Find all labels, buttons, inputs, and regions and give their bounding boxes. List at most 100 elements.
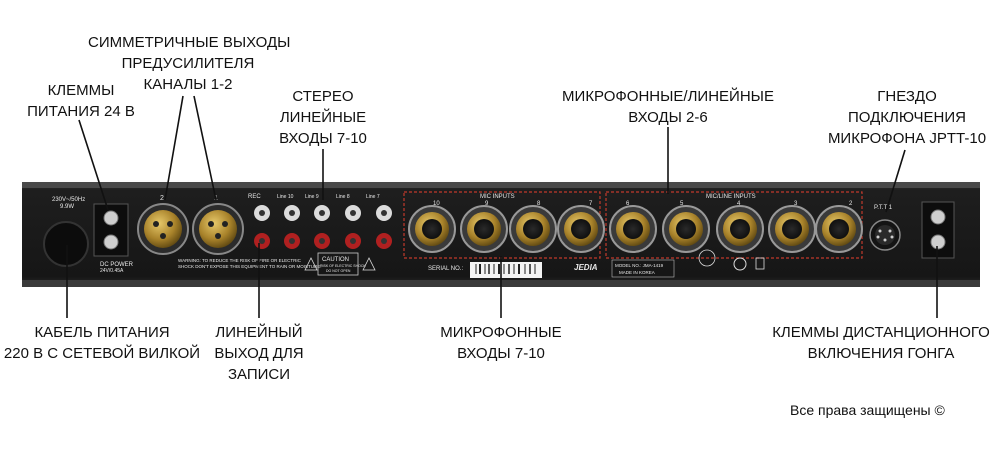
serial-label: SERIAL NO.: [428,266,463,272]
callout-mic-inputs-7-10: МИКРОФОННЫЕ ВХОДЫ 7-10 [431,322,571,364]
serial-barcode-sticker [470,262,542,278]
ptt-din-socket[interactable] [869,219,901,251]
rca-jacks [254,205,392,249]
rec-label: REC [248,194,261,200]
mic-line-num-5: 5 [680,201,684,207]
callout-stereo-inputs-line-2: ЛИНЕЙНЫЕ [279,109,367,126]
mic-inputs-group [403,191,601,259]
callout-chime-terminals-line-2: ВКЛЮЧЕНИЯ ГОНГА [807,345,955,362]
rca-line7-red[interactable] [376,233,392,249]
model-label: MODEL NO.: JMA-1419 [615,263,664,268]
callout-mic-socket-line-3: МИКРОФОНА JPTT-10 [827,130,987,147]
callout-power-cable: КАБЕЛЬ ПИТАНИЯ 220 В С СЕТЕВОЙ ВИЛКОЙ [2,322,202,364]
callout-mic-socket-line-2: ПОДКЛЮЧЕНИЯ [848,109,966,126]
mic-line-inputs-group [605,191,863,259]
chime-screw-2 [930,234,946,250]
caution-title: CAUTION [322,257,349,263]
xlr-output-1[interactable] [192,203,244,255]
callout-mic-socket: ГНЕЗДО ПОДКЛЮЧЕНИЯ МИКРОФОНА JPTT-10 [822,86,992,149]
dc-screw-2 [103,234,119,250]
rca-line9-red[interactable] [314,233,330,249]
callout-balanced-outputs-line-1: СИММЕТРИЧНЫЕ ВЫХОДЫ [88,34,291,51]
mic-input-num-7: 7 [589,201,593,207]
caution-sub-1: RISK OF ELECTRIC SHOCK [320,264,366,268]
mic-input-num-8: 8 [537,201,541,207]
leader-balanced-out-1 [193,95,217,201]
leader-power-terminals [78,119,109,211]
line-label-8: Line 8 [336,194,350,200]
caution-sub-2: DO NOT OPEN [326,269,351,273]
callout-balanced-outputs-line-3: КАНАЛЫ 1-2 [143,76,233,93]
dc-power-label: DC POWER [100,262,134,268]
callout-mic-line-inputs-line-1: МИКРОФОННЫЕ/ЛИНЕЙНЫЕ [562,88,774,105]
callout-mic-line-inputs: МИКРОФОННЫЕ/ЛИНЕЙНЫЕ ВХОДЫ 2-6 [558,86,778,128]
xlr-mic-input-8[interactable] [509,205,557,253]
ce-mark-icon [733,257,747,271]
callout-power-cable-line-2: 220 В С СЕТЕВОЙ ВИЛКОЙ [3,345,201,362]
callout-line-out-rec-line-1: ЛИНЕЙНЫЙ [215,324,303,341]
callout-balanced-outputs-line-2: ПРЕДУСИЛИТЕЛЯ [121,55,255,72]
xlr-mic-line-input-6[interactable] [609,205,657,253]
mic-line-num-2: 2 [849,201,853,207]
made-in-label: MADE IN KOREA [619,270,655,275]
warning-text-1: WARNING: TO REDUCE THE RISK OF FIRE OR E… [178,258,302,263]
rca-line9-white[interactable] [314,205,330,221]
xlr-mic-line-input-5[interactable] [662,205,710,253]
callout-stereo-inputs: СТЕРЕО ЛИНЕЙНЫЕ ВХОДЫ 7-10 [263,86,383,149]
mic-inputs-header: MIC INPUTS [480,194,515,200]
callout-chime-terminals: КЛЕММЫ ДИСТАНЦИОННОГО ВКЛЮЧЕНИЯ ГОНГА [770,322,992,364]
rca-line7-white[interactable] [376,205,392,221]
ptt-label: P.T.T 1 [874,205,893,211]
xlr-mic-line-input-4[interactable] [716,205,764,253]
callout-mic-line-inputs-line-2: ВХОДЫ 2-6 [628,109,708,126]
line-label-9: Line 9 [305,194,319,200]
caution-box [317,252,359,276]
callout-power-terminals-line-1: КЛЕММЫ [47,82,115,99]
recycle-icon [698,249,716,267]
callout-mic-socket-line-1: ГНЕЗДО [877,88,937,105]
rca-line10-red[interactable] [284,233,300,249]
power-rating-line-2: 9.9W [60,204,74,210]
power-rating-line-1: 230V~/50Hz [52,197,85,203]
rca-rec-red[interactable] [254,233,270,249]
callout-chime-terminals-line-1: КЛЕММЫ ДИСТАНЦИОННОГО [772,324,990,341]
mic-line-header: MIC/LINE INPUTS [706,194,756,200]
callout-balanced-outputs: СИММЕТРИЧНЫЕ ВЫХОДЫ ПРЕДУСИЛИТЕЛЯ КАНАЛЫ… [88,32,291,95]
copyright-notice: Все права защищены © [790,402,945,418]
xlr-mic-line-input-2[interactable] [815,205,863,253]
mic-input-num-9: 9 [485,201,489,207]
brand-logo: JEDIA [574,263,598,272]
callout-line-out-rec-line-2: ВЫХОД ДЛЯ [214,345,304,362]
mic-line-num-3: 3 [794,201,798,207]
model-plate [611,259,675,278]
exclamation-warning-icon [362,257,376,271]
xlr-mic-input-10[interactable] [408,205,456,253]
leader-mic-socket [885,149,906,213]
mic-line-num-6: 6 [626,201,630,207]
xlr-out-label-2: 2 [160,195,164,202]
shock-warning-icon [304,257,318,271]
dc-screw-1 [103,210,119,226]
xlr-mic-input-7[interactable] [557,205,605,253]
power-cable-plug [43,221,89,267]
weee-bin-icon [755,257,765,270]
dc-power-rating: 24V/0.45A [100,268,124,274]
xlr-mic-input-9[interactable] [460,205,508,253]
warning-text-2: SHOCK DON'T EXPOSE THIS EQUIPMENT TO RAI… [178,264,321,269]
callout-mic-inputs-7-10-line-2: ВХОДЫ 7-10 [457,345,545,362]
callout-stereo-inputs-line-1: СТЕРЕО [292,88,354,105]
rca-line10-white[interactable] [284,205,300,221]
leader-balanced-out-2 [164,95,184,201]
callout-line-out-rec: ЛИНЕЙНЫЙ ВЫХОД ДЛЯ ЗАПИСИ [199,322,319,385]
callout-power-terminals-line-2: ПИТАНИЯ 24 В [27,103,135,120]
callout-power-cable-line-1: КАБЕЛЬ ПИТАНИЯ [34,324,170,341]
rca-line8-red[interactable] [345,233,361,249]
xlr-output-2[interactable] [137,203,189,255]
rca-rec-white[interactable] [254,205,270,221]
rca-line8-white[interactable] [345,205,361,221]
chime-screw-1 [930,209,946,225]
chassis-top-edge [22,182,980,188]
callout-power-terminals: КЛЕММЫ ПИТАНИЯ 24 В [16,80,146,122]
callout-line-out-rec-line-3: ЗАПИСИ [227,366,291,383]
